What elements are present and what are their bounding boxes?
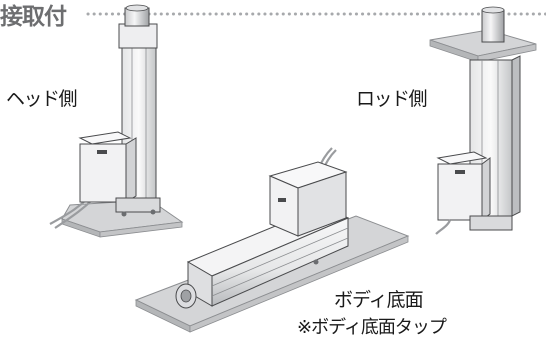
rod-side-actuator: [429, 6, 537, 235]
body-tap-note: ※ボディ底面タップ: [297, 317, 447, 338]
head-side-actuator: [49, 4, 184, 238]
body-bottom-actuator: [134, 147, 410, 333]
rod-side-label: ロッド側: [356, 88, 427, 110]
body-bottom-label: ボディ底面: [334, 289, 423, 311]
rod-side-cable: [435, 219, 452, 235]
head-side-label: ヘッド側: [6, 88, 77, 110]
mounting-title: 接取付: [0, 4, 67, 30]
